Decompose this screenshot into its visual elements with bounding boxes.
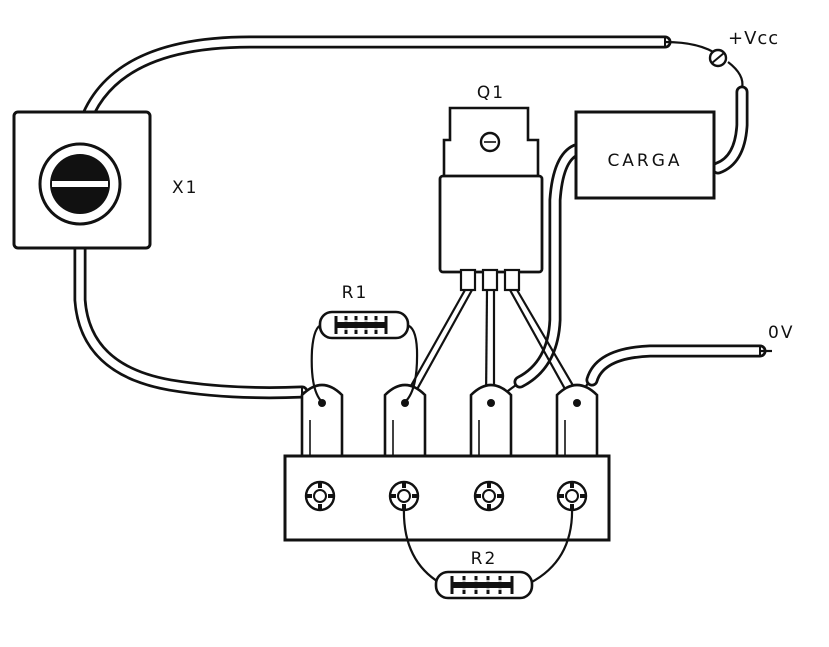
x1-label: X1: [172, 178, 198, 198]
terminal-screw-2: [388, 480, 420, 512]
vcc-label: +Vcc: [728, 28, 779, 49]
ground-label: 0V: [768, 323, 794, 343]
terminal-strip: [283, 383, 611, 542]
wire-vcc-to-load: [711, 61, 749, 175]
r1-resistor: [310, 310, 419, 403]
r2-label: R2: [471, 549, 498, 569]
q1-label: Q1: [477, 83, 505, 103]
load-box: [574, 110, 716, 200]
load-label: CARGA: [607, 151, 682, 171]
terminal-screw-3: [473, 480, 505, 512]
r1-label: R1: [342, 283, 369, 303]
q1-leads: [402, 289, 579, 403]
vcc-screw-terminal: [708, 48, 728, 68]
terminal-screw-1: [304, 480, 336, 512]
wire-ground: [575, 344, 772, 404]
q1-transistor: [438, 106, 544, 292]
r2-resistor: [402, 505, 574, 600]
x1-socket: [12, 110, 152, 250]
terminal-screw-4: [556, 480, 588, 512]
